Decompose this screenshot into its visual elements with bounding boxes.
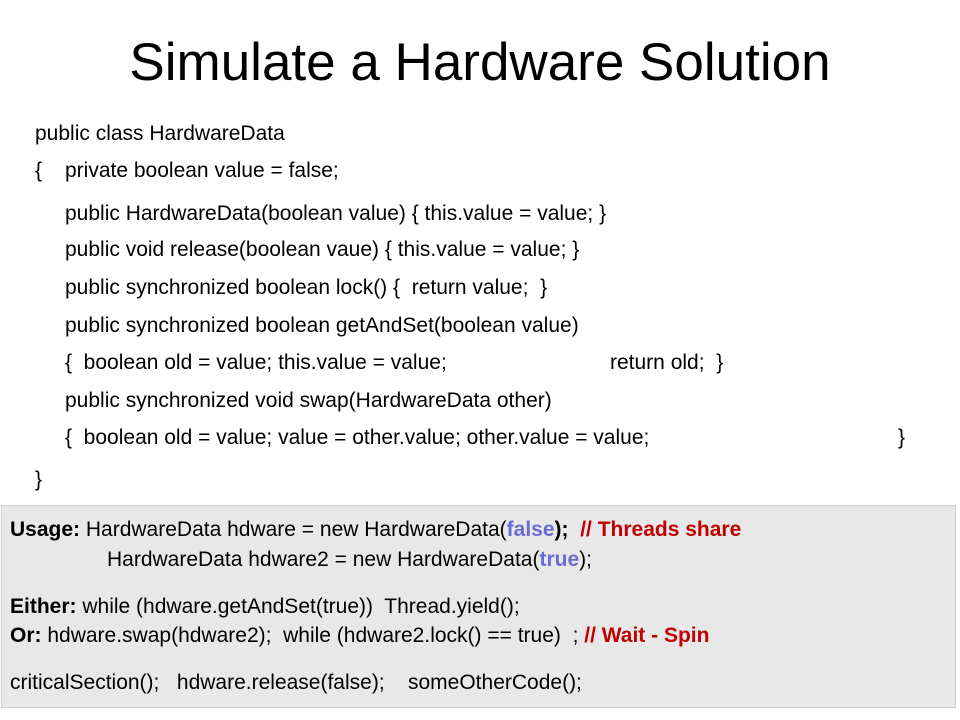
code-line-value-field: private boolean value = false; <box>65 159 339 182</box>
usage-line-1: Usage: HardwareData hdware = new Hardwar… <box>10 516 741 544</box>
usage-either-code: while (hdware.getAndSet(true)) Thread.yi… <box>82 595 520 618</box>
usage-other-code: someOtherCode(); <box>408 671 582 694</box>
code-line-getandset-signature: public synchronized boolean getAndSet(bo… <box>65 314 579 337</box>
usage-line1-end: ); <box>554 518 569 541</box>
usage-true-literal: true <box>539 548 580 571</box>
usage-false-literal: false <box>506 518 555 541</box>
usage-critical-section: criticalSection(); <box>10 671 160 694</box>
usage-last-line: criticalSection(); hdware.release(false)… <box>10 669 582 697</box>
code-line-getandset-body: { boolean old = value; this.value = valu… <box>65 351 447 374</box>
usage-or-label: Or: <box>10 624 42 647</box>
code-line-constructor: public HardwareData(boolean value) { thi… <box>65 202 607 225</box>
code-line-swap-body: { boolean old = value; value = other.val… <box>65 426 650 449</box>
usage-label: Usage: <box>10 518 81 541</box>
usage-line2-end: ); <box>579 548 592 571</box>
usage-either-line: Either: while (hdware.getAndSet(true)) T… <box>10 593 520 621</box>
code-line-release-method: public void release(boolean vaue) { this… <box>65 238 580 261</box>
code-line-close-brace: } <box>35 468 43 491</box>
code-line-swap-signature: public synchronized void swap(HardwareDa… <box>65 389 552 412</box>
usage-either-label: Either: <box>10 595 77 618</box>
usage-line2-code: HardwareData hdware2 = new HardwareData( <box>107 548 540 571</box>
usage-release-call: hdware.release(false); <box>176 671 385 694</box>
usage-line1-code: HardwareData hdware = new HardwareData( <box>85 518 507 541</box>
usage-or-code: hdware.swap(hdware2); while (hdware2.loc… <box>47 624 579 647</box>
slide-title: Simulate a Hardware Solution <box>129 33 831 92</box>
usage-wait-spin-comment: // Wait - Spin <box>584 624 710 647</box>
usage-or-line: Or: hdware.swap(hdware2); while (hdware2… <box>10 622 709 650</box>
code-line-getandset-return: return old; } <box>610 351 724 374</box>
usage-threads-comment: // Threads share <box>580 518 742 541</box>
code-line-class-declaration: public class HardwareData <box>35 122 285 145</box>
usage-box: Usage: HardwareData hdware = new Hardwar… <box>1 505 956 708</box>
usage-line-2: HardwareData hdware2 = new HardwareData(… <box>107 546 592 574</box>
code-line-open-brace: { <box>35 159 43 182</box>
code-line-swap-close-brace: } <box>898 426 906 449</box>
code-line-lock-method: public synchronized boolean lock() { ret… <box>65 276 548 299</box>
